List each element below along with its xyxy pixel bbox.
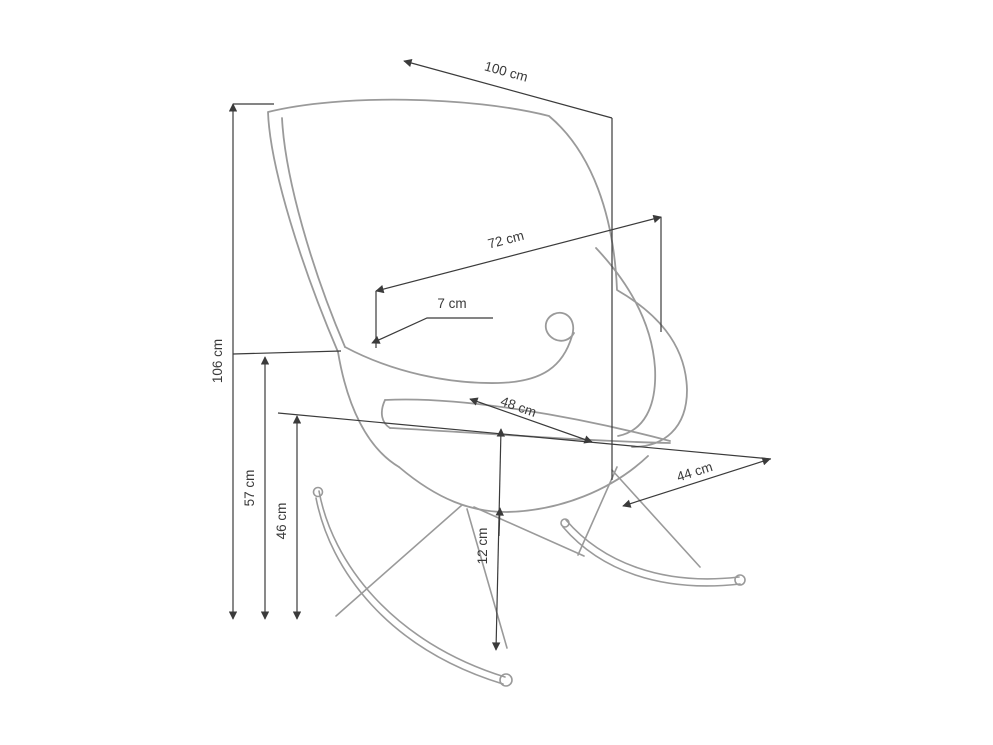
dimension-label-106cm: 106 cm — [210, 339, 225, 383]
chair-legs — [335, 466, 701, 649]
dimension-label-7cm: 7 cm — [437, 296, 466, 311]
dimension-106cm — [228, 103, 342, 620]
dimension-line — [491, 428, 506, 651]
dimension-12cm — [491, 428, 506, 651]
left-rocker-bottom-curve — [315, 497, 504, 685]
chair-wing-inner — [595, 247, 657, 437]
extension-line — [277, 412, 772, 460]
dimension-46cm — [277, 412, 772, 620]
dimension-label-72cm: 72 cm — [486, 228, 525, 252]
rocker-end-cap — [734, 574, 746, 586]
chair-back-outline — [267, 98, 688, 448]
chair-leg-line — [577, 466, 618, 556]
dimension-line — [495, 507, 504, 537]
dimension-label-100cm: 100 cm — [483, 59, 530, 85]
dimension-label-57cm: 57 cm — [242, 470, 257, 507]
rocker-end-cap — [499, 673, 513, 687]
left-rocker-top-curve — [318, 490, 506, 678]
dimension-48cm — [469, 397, 593, 444]
chair-shell-bottom — [398, 455, 649, 513]
chair-seat-bucket — [344, 311, 575, 384]
rocking-chair-drawing — [267, 98, 746, 687]
dimension-7cm — [371, 317, 493, 344]
chair-cushion-left-edge — [380, 399, 391, 429]
tick-line — [232, 350, 342, 355]
dimension-line — [469, 397, 593, 444]
right-rocker-top-curve — [565, 519, 740, 580]
chair-back-inner-edge — [281, 117, 346, 348]
dimension-label-44cm: 44 cm — [675, 459, 715, 484]
chair-leg-line — [611, 469, 701, 568]
dimension-label-46cm: 46 cm — [274, 503, 289, 540]
dimension-line — [403, 58, 613, 119]
dimension-44cm — [622, 457, 771, 508]
rocker-end-cap — [312, 486, 324, 498]
chair-leg-line — [335, 504, 463, 617]
dimension-line — [371, 317, 493, 344]
left-rocker — [312, 486, 513, 687]
rocker-end-cap — [560, 518, 570, 528]
dimension-label-12cm: 12 cm — [475, 528, 490, 565]
chair-left-side — [337, 351, 400, 468]
dimension-line — [375, 214, 662, 294]
dimension-100cm — [403, 58, 613, 480]
right-rocker-bottom-curve — [562, 526, 741, 587]
right-rocker — [560, 518, 746, 587]
dimension-labels: 100 cm 72 cm 7 cm 48 cm 44 cm 106 cm 57 … — [210, 59, 714, 565]
dimension-line — [622, 457, 771, 508]
